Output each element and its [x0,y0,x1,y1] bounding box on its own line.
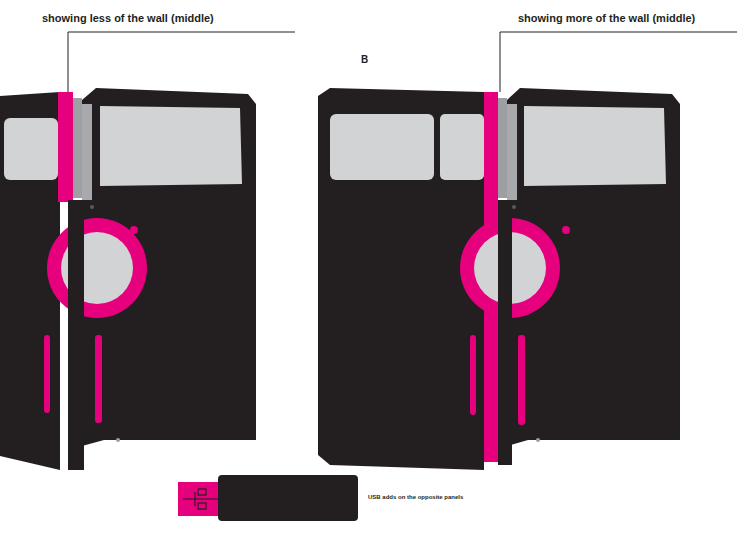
screen [330,114,434,180]
slot [470,335,476,415]
leader-line [68,32,295,92]
screen-edge [82,104,92,200]
ring [47,218,147,318]
foot [536,438,540,442]
wall-strip [58,92,73,202]
middle-wall [498,200,512,465]
screen-edge [507,104,517,200]
hinge-dot [512,205,516,209]
side-panel [318,88,484,470]
usb-symbol [183,489,218,509]
slot [518,335,525,425]
screen [100,106,242,186]
wall-shade [498,98,507,198]
callout-text: showing more of the wall (middle) [518,12,695,24]
indicator-dot [130,226,138,234]
screen [524,106,666,186]
middle-wall [68,200,84,470]
usb-plug [178,482,224,516]
usb-stick [178,475,358,521]
slot [44,335,50,413]
note-text: USB adds on the opposite panels [368,494,463,500]
wall-shade [73,98,82,198]
usb-body [218,475,358,521]
screen [440,114,484,180]
screen [4,118,58,180]
slot [95,335,102,423]
leader-line [500,32,737,92]
device-left [0,88,256,470]
hinge-dot [90,205,94,209]
view-letter: B [361,54,368,65]
callout-text: showing less of the wall (middle) [42,12,214,24]
device-right [318,88,680,470]
indicator-dot [562,226,570,234]
foot [116,438,120,442]
